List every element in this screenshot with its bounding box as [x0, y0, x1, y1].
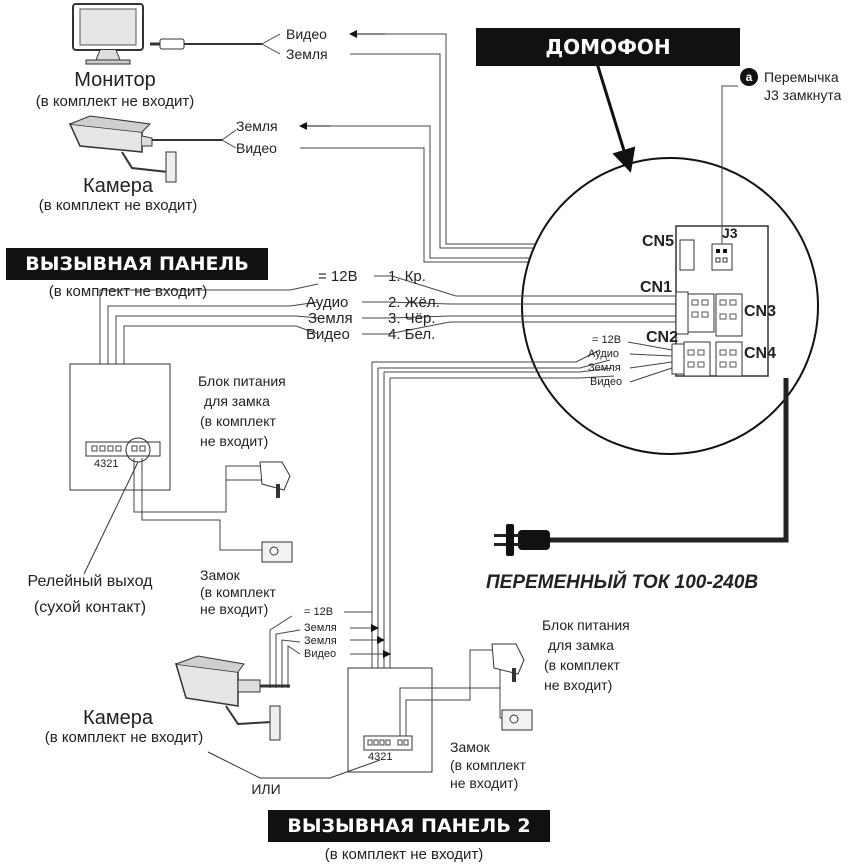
call-panel-2-banner: ВЫЗЫВНАЯ ПАНЕЛЬ 2: [268, 810, 550, 842]
panel2-wire-12v: = 12В: [304, 606, 334, 618]
lock1-line2: (в комплект: [200, 584, 276, 600]
jumper-label-line2: J3 замкнута: [764, 87, 842, 103]
lock2-line2: (в комплект: [450, 757, 526, 773]
panel1-wire-12v: = 12В: [318, 268, 358, 285]
psu2-line1: Блок питания: [542, 617, 630, 633]
camera-icon: [68, 115, 222, 183]
psu1-line4: не входит): [200, 433, 269, 449]
call-panel-1-note: (в комплект не входит): [48, 283, 208, 300]
panel2-wire-ground-1: Земля: [304, 622, 337, 634]
lock2-line3: не входит): [450, 775, 519, 791]
j3-label: J3: [722, 225, 738, 241]
panel2-wire-video: Видео: [304, 648, 337, 660]
ac-power-label: ПЕРЕМЕННЫЙ ТОК 100-240В: [486, 572, 759, 593]
lock1-line1: Замок: [200, 567, 240, 583]
lock-power-supply-1-icon: [259, 461, 291, 498]
monitor-wire-video: Видео: [286, 26, 327, 42]
lock1-line3: не входит): [200, 601, 269, 617]
panel2-terminal-label: 4321: [368, 751, 393, 763]
panel1-wire-video: Видео: [306, 326, 350, 343]
power-plug-icon: [494, 524, 550, 556]
cn2-wire-12v: = 12В: [592, 334, 622, 346]
cn4-label: CN4: [744, 345, 777, 362]
panel1-wire-audio: Аудио: [306, 294, 349, 311]
lock-power-supply-2-icon: [491, 643, 525, 682]
cn2-wire-ground: Земля: [588, 362, 621, 374]
or-label: ИЛИ: [251, 781, 281, 797]
camera-1-wire-video: Видео: [236, 140, 277, 156]
cn3-label: CN3: [744, 303, 777, 320]
panel1-numbered-1: 1. Кр.: [388, 268, 426, 285]
psu1-line1: Блок питания: [198, 373, 286, 389]
psu2-line4: не входит): [544, 677, 613, 693]
cn2-label: CN2: [646, 329, 679, 346]
panel1-numbered-3: 3. Чёр.: [388, 310, 436, 327]
psu2-line2: для замка: [548, 637, 614, 653]
call-panel-1-banner: ВЫЗЫВНАЯ ПАНЕЛЬ: [6, 248, 268, 280]
monitor-icon: [72, 3, 262, 65]
camera-1-wire-ground: Земля: [236, 118, 278, 134]
cn2-wire-video: Видео: [590, 376, 623, 388]
panel1-numbered-4: 4. Бел.: [388, 326, 436, 343]
monitor-wire-ground: Земля: [286, 46, 328, 62]
camera-2-icon: [174, 655, 290, 741]
cn1-label: CN1: [640, 279, 673, 296]
intercom-banner: ДОМОФОН: [476, 28, 740, 66]
call-panel-2-note: (в комплект не входит): [324, 846, 484, 863]
psu2-line3: (в комплект: [544, 657, 620, 673]
call-panel-2-box: [347, 667, 433, 773]
relay-output-line1: Релейный выход: [27, 573, 153, 590]
camera-2-label: Камера: [83, 707, 153, 729]
panel2-wire-ground-2: Земля: [304, 635, 337, 647]
panel1-wire-ground: Земля: [308, 310, 353, 327]
jumper-marker-badge: a: [740, 68, 758, 86]
psu1-line2: для замка: [204, 393, 270, 409]
psu1-line3: (в комплект: [200, 413, 276, 429]
camera-2-note: (в комплект не входит): [44, 729, 204, 746]
jumper-label-line1: Перемычка: [764, 69, 839, 85]
panel1-numbered-2: 2. Жёл.: [388, 294, 440, 311]
camera-1-note: (в комплект не входит): [38, 197, 198, 214]
camera-1-label: Камера: [83, 175, 153, 197]
call-panel-1-box: [69, 363, 171, 491]
door-lock-2-icon: [501, 709, 533, 731]
monitor-label: Монитор: [74, 69, 156, 91]
relay-output-line2: (сухой контакт): [33, 599, 147, 616]
door-lock-1-icon: [261, 541, 293, 563]
lock2-line1: Замок: [450, 739, 490, 755]
cn5-label: CN5: [642, 233, 675, 250]
cn2-wire-audio: Аудио: [588, 348, 620, 360]
panel1-terminal-label: 4321: [94, 458, 119, 470]
monitor-note: (в комплект не входит): [35, 93, 195, 110]
